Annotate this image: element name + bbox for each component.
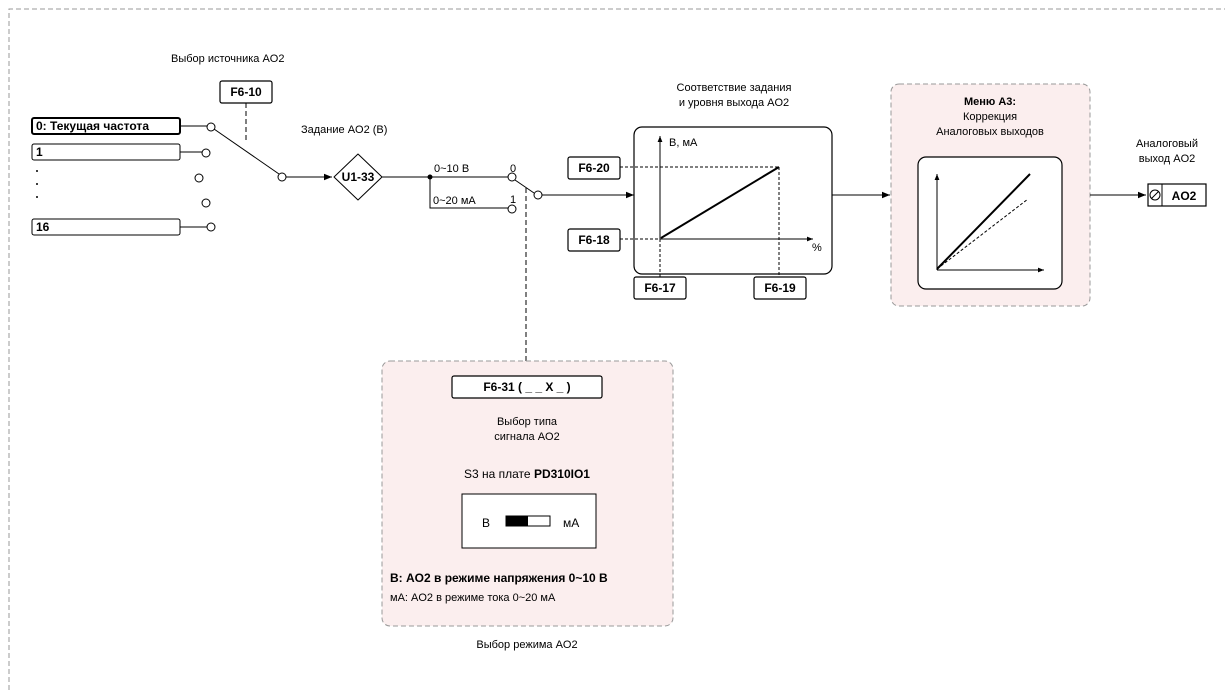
switch-prefix: S3 на плате — [464, 467, 534, 481]
monitor-u1-33[interactable]: U1-33 — [333, 153, 383, 201]
menu-a3-line1: Коррекция — [963, 111, 1017, 123]
param-f6-10[interactable]: F6-10 — [219, 80, 273, 104]
param-f6-18-label: F6-18 — [578, 233, 610, 247]
opt-current-num: 1 — [510, 194, 516, 206]
signal-type-switch-arm — [514, 179, 535, 194]
source-input-16-label: 16 — [36, 220, 50, 234]
note-current: мА: AO2 в режиме тока 0~20 мА — [390, 592, 556, 604]
output-title-2: выход AO2 — [1139, 153, 1196, 165]
mapping-y-label: В, мА — [669, 137, 698, 149]
switch-contact-dots-b — [201, 198, 211, 208]
dip-switch-knob — [506, 516, 528, 526]
dip-switch-s3[interactable] — [505, 515, 551, 527]
mapping-block — [633, 126, 833, 275]
outer-frame — [8, 8, 1225, 690]
switch-contact-dots-a — [194, 173, 204, 183]
source-input-0[interactable]: 0: Текущая частота — [31, 117, 181, 135]
source-input-1[interactable]: 1 — [31, 143, 181, 161]
switch-contact-0 — [206, 122, 216, 132]
param-f6-19-label: F6-19 — [764, 281, 796, 295]
source-input-16[interactable]: 16 — [31, 218, 181, 236]
param-f6-31[interactable]: F6-31 ( _ _ X _ ) — [451, 375, 603, 399]
opt-current: 0~20 мА — [433, 195, 476, 207]
param-f6-18[interactable]: F6-18 — [567, 228, 621, 252]
mapping-curve — [660, 166, 780, 239]
switch-contact-voltage — [507, 172, 517, 182]
correction-curve — [936, 173, 1031, 270]
source-input-0-label: 0: Текущая частота — [36, 119, 149, 133]
note-voltage: В: AO2 в режиме напряжения 0~10 В — [390, 571, 608, 585]
param-f6-31-label: F6-31 ( _ _ X _ ) — [483, 380, 570, 394]
output-title-1: Аналоговый — [1136, 138, 1198, 150]
param-f6-19[interactable]: F6-19 — [753, 276, 807, 300]
switch-contact-1 — [201, 148, 211, 158]
source-input-1-label: 1 — [36, 145, 43, 159]
signal-type-footer: Выбор режима AO2 — [476, 639, 577, 651]
signal-type-title-1: Выбор типа — [497, 416, 558, 428]
opt-voltage: 0~10 В — [434, 163, 469, 175]
mapping-title-2: и уровня выхода AO2 — [679, 97, 789, 109]
board-name: PD310IO1 — [534, 467, 590, 481]
switch-caption: S3 на плате PD310IO1 — [464, 467, 590, 481]
opt-voltage-num: 0 — [510, 163, 516, 175]
mapping-x-label: % — [812, 242, 822, 254]
param-f6-17[interactable]: F6-17 — [633, 276, 687, 300]
monitor-u1-33-label: U1-33 — [342, 170, 375, 184]
menu-a3-title: Меню A3: — [964, 96, 1016, 108]
dip-right-label: мА — [563, 516, 579, 530]
source-select-title: Выбор источника AO2 — [171, 53, 284, 65]
terminal-ao2-label: AO2 — [1172, 189, 1197, 203]
correction-reference-line — [936, 198, 1029, 270]
source-selector-arm — [213, 128, 280, 175]
menu-a3-line2: Аналоговых выходов — [936, 126, 1044, 138]
signal-type-title-2: сигнала AO2 — [494, 431, 559, 443]
switch-contact-current — [507, 204, 517, 214]
mapping-title-1: Соответствие задания — [677, 82, 792, 94]
dip-left-label: В — [482, 516, 490, 530]
setpoint-title: Задание AO2 (В) — [301, 124, 387, 136]
menu-a3-button[interactable] — [917, 156, 1063, 290]
param-f6-17-label: F6-17 — [644, 281, 676, 295]
switch-contact-16 — [206, 222, 216, 232]
param-f6-20-label: F6-20 — [578, 161, 610, 175]
param-f6-10-label: F6-10 — [230, 85, 262, 99]
param-f6-20[interactable]: F6-20 — [567, 156, 621, 180]
terminal-ao2[interactable]: AO2 — [1147, 183, 1207, 207]
